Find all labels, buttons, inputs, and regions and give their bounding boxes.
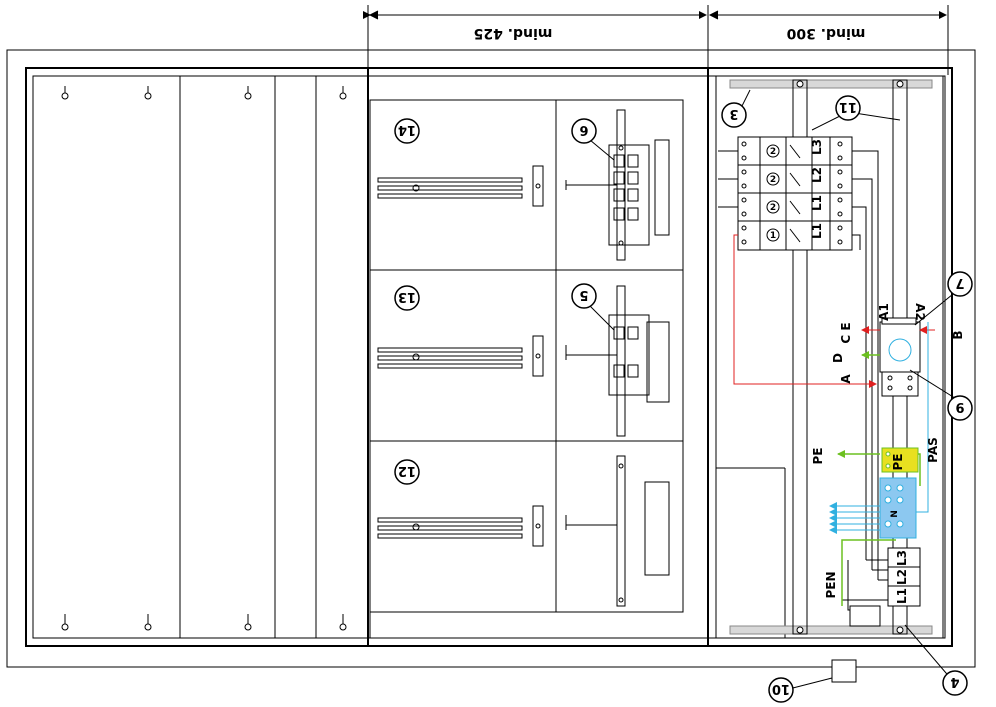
label-ce: C E — [839, 322, 853, 343]
n-block — [879, 477, 917, 539]
screw-icon — [61, 614, 69, 631]
label-l3: L3 — [895, 550, 909, 566]
callout-7: 7 — [955, 275, 964, 290]
dimension-right-label: mind. 300 — [786, 25, 865, 41]
pe-block — [881, 447, 919, 473]
black-wires — [718, 150, 892, 611]
dimension-lines — [363, 5, 949, 80]
meter-row-13 — [377, 335, 544, 377]
label-a: A — [839, 374, 853, 384]
label-pen: PEN — [824, 571, 838, 598]
callout-11: 11 — [839, 99, 857, 114]
inner-frame — [25, 67, 953, 647]
label-n: N — [890, 510, 900, 518]
meter-row-12 — [377, 505, 544, 547]
label-l2: L2 — [895, 569, 909, 585]
screw-icon — [61, 86, 69, 100]
screw-icon — [144, 614, 152, 631]
callout-12: 12 — [398, 463, 416, 478]
outer-frame — [6, 49, 976, 668]
screw-icon — [144, 86, 152, 100]
screw-icon — [339, 614, 347, 631]
callout-13: 13 — [398, 289, 416, 304]
terminal-num-2: 2 — [770, 175, 776, 185]
terminal-num-1: 2 — [770, 147, 776, 157]
callout-14: 14 — [398, 122, 416, 137]
terminal-block — [737, 136, 853, 251]
sub-panel-12 — [565, 455, 670, 607]
cable-entry — [831, 659, 857, 683]
terminal-phase-3: L1 — [810, 195, 824, 211]
meter-section — [369, 99, 684, 638]
label-pe-left: PE — [811, 448, 825, 465]
dimension-left-label: mind. 425 — [474, 25, 553, 41]
main-terminals — [849, 547, 921, 627]
label-b: B — [951, 330, 965, 339]
left-panel — [179, 68, 709, 646]
screw-icon — [244, 86, 252, 100]
callout-circles — [394, 95, 973, 703]
screw-icon — [244, 614, 252, 631]
hinge-screws — [61, 86, 347, 631]
terminal-phase-4: L1 — [810, 223, 824, 239]
label-pe-block: PE — [891, 454, 905, 471]
label-d: D — [831, 353, 845, 363]
relay-unit — [879, 317, 921, 397]
sub-panel-6 — [565, 109, 670, 261]
sub-panel-5 — [565, 285, 670, 437]
screw-icon — [339, 86, 347, 100]
terminal-num-3: 2 — [770, 203, 776, 213]
terminal-phase-1: L3 — [810, 139, 824, 155]
terminal-phase-2: L2 — [810, 167, 824, 183]
callout-4: 4 — [950, 674, 959, 689]
label-pas: PAS — [926, 437, 940, 463]
terminal-num-4: 1 — [770, 231, 776, 241]
callout-10: 10 — [772, 681, 790, 696]
inner-frame-inset — [32, 75, 946, 639]
label-a2: A2 — [913, 303, 927, 321]
meter-row-14 — [377, 165, 544, 207]
callout-3: 3 — [729, 106, 738, 121]
label-l1: L1 — [895, 588, 909, 604]
callout-9: 9 — [955, 399, 964, 414]
label-a1: A1 — [877, 303, 891, 321]
wiring-section — [715, 75, 944, 639]
callout-6: 6 — [579, 122, 588, 137]
rail-screws — [796, 80, 904, 634]
callout-5: 5 — [579, 287, 588, 302]
